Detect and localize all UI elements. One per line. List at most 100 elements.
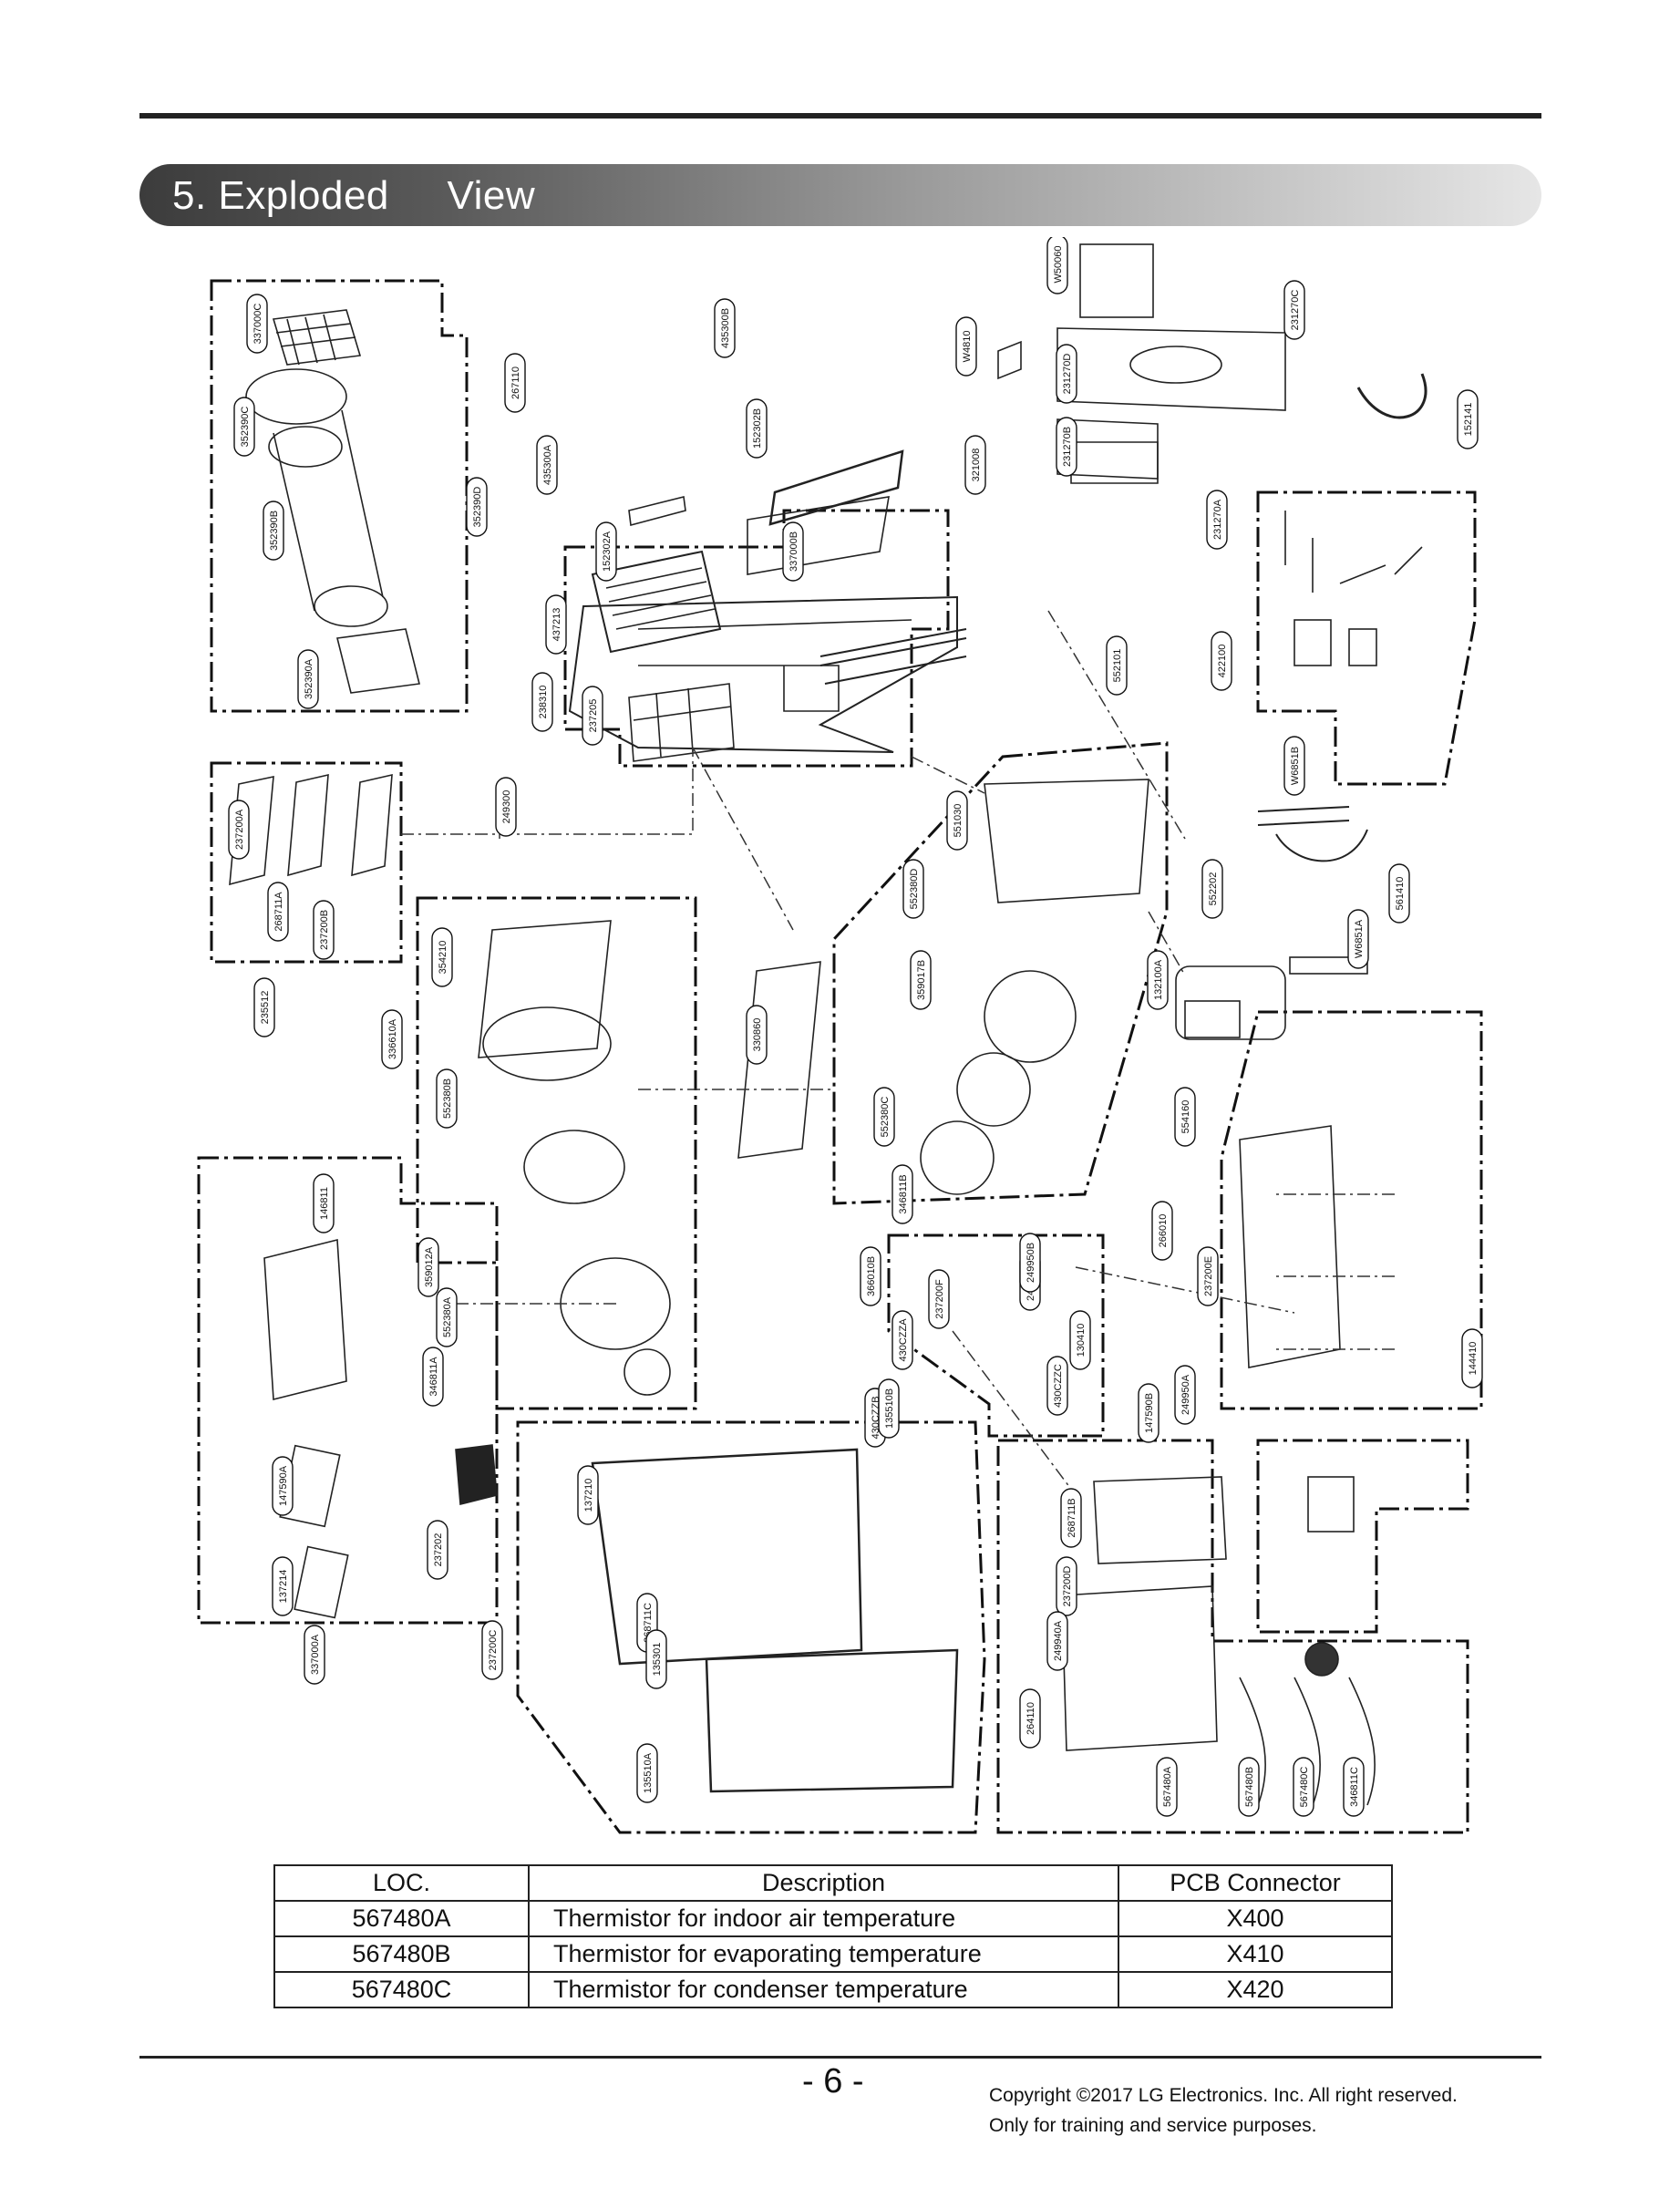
- part-drain-hose: [1356, 373, 1427, 419]
- part-tag-label: 135510A: [643, 1752, 654, 1793]
- part-tag-frame: [1156, 1757, 1178, 1817]
- part-fastener-kit: [1079, 243, 1154, 318]
- thermistor-c: [1348, 1677, 1376, 1806]
- part-tag-label: 249300: [501, 790, 512, 824]
- part-tag: 146811: [313, 1173, 335, 1233]
- part-tag-label: 152302A: [602, 531, 613, 572]
- part-tag-frame: [1201, 859, 1223, 919]
- part-tag-label: 135301: [652, 1643, 663, 1677]
- part-grid-filter: [272, 309, 362, 366]
- part-tag-label: 435300B: [720, 308, 731, 348]
- part-tag-label: W6851A: [1354, 919, 1365, 958]
- part-tag-label: 237200D: [1062, 1566, 1073, 1607]
- part-tag-frame: [1347, 909, 1369, 969]
- part-tag-frame: [313, 1173, 335, 1233]
- part-tag-frame: [910, 950, 932, 1010]
- leader-lines: [401, 610, 1395, 1496]
- part-tag-frame: [892, 1164, 913, 1224]
- part-tag-frame: [1138, 1383, 1160, 1443]
- part-tag-frame: [1461, 1328, 1483, 1388]
- part-tag-frame: [1069, 1310, 1091, 1370]
- part-tag-frame: [1388, 863, 1410, 924]
- part-main-pcb: [1061, 1585, 1218, 1751]
- part-filter-frame: [747, 496, 890, 575]
- cell-description: Thermistor for indoor air temperature: [528, 1900, 1119, 1937]
- outline-electric: [996, 1439, 1469, 1834]
- part-tag: 567480A: [1156, 1757, 1178, 1817]
- section-title: 5. Exploded View: [172, 173, 536, 218]
- part-knob: [1304, 1642, 1339, 1677]
- part-tag: 152302A: [595, 521, 617, 582]
- outline-side-panel: [1256, 1439, 1469, 1634]
- part-tag-label: 231270B: [1062, 427, 1073, 467]
- part-tag-label: 249950A: [1180, 1374, 1191, 1415]
- cell-pcb-connector: X420: [1118, 1971, 1393, 2008]
- part-tag-label: 337000C: [253, 304, 263, 345]
- part-tag-frame: [466, 477, 488, 537]
- part-tag-frame: [892, 1310, 913, 1370]
- part-tag: 352390B: [263, 501, 284, 561]
- part-tag-label: 130410: [1076, 1324, 1087, 1357]
- part-tag: 238310: [531, 672, 553, 732]
- cell-pcb-connector: X400: [1118, 1900, 1393, 1937]
- part-tag-label: 552380A: [442, 1296, 453, 1337]
- part-tag-label: 346811A: [428, 1357, 439, 1397]
- table-header-row: LOC. Description PCB Connector: [273, 1864, 1393, 1902]
- part-tag-label: 352390B: [269, 511, 280, 551]
- outline-duct-kit: [210, 279, 469, 713]
- part-tag-frame: [946, 790, 968, 851]
- part-tag: 231270B: [1056, 417, 1077, 477]
- part-tag: 147590B: [1138, 1383, 1160, 1443]
- part-tag-frame: [272, 1456, 294, 1516]
- part-tag-label: 231270C: [1290, 290, 1301, 331]
- part-tag-label: 552380D: [909, 869, 920, 910]
- part-tag: 237200A: [228, 800, 250, 860]
- part-tag: 249300: [495, 777, 517, 837]
- part-tag: 437213: [545, 594, 567, 655]
- part-tag: 337000C: [246, 294, 268, 354]
- exploded-view-diagram: 337000C352390C352390B352390A352390D26711…: [197, 237, 1483, 1834]
- table-row: 567480B Thermistor for evaporating tempe…: [273, 1935, 1393, 1973]
- part-tag: 567480C: [1293, 1757, 1314, 1817]
- part-tag-label: 430CZZC: [1053, 1364, 1064, 1408]
- part-tag: 231270D: [1056, 344, 1077, 404]
- part-tag-label: 354210: [438, 941, 448, 975]
- part-blower-wheel: [523, 1130, 625, 1204]
- part-electric-box: [1093, 1476, 1227, 1564]
- part-tie-bar: [1289, 956, 1368, 975]
- thermistor-a: [1239, 1677, 1266, 1806]
- part-tag: 552380B: [436, 1068, 458, 1129]
- part-tag: 266010: [1151, 1201, 1173, 1261]
- part-tag-frame: [313, 900, 335, 960]
- part-condenser: [984, 779, 1149, 903]
- part-tag-label: 268711A: [273, 892, 284, 932]
- part-tag-frame: [246, 294, 268, 354]
- part-tag-label: 237200C: [488, 1630, 499, 1671]
- part-tag-label: 266010: [1158, 1214, 1169, 1248]
- part-tag-label: 237202: [433, 1533, 444, 1567]
- part-tag: 330860: [746, 1005, 768, 1065]
- part-base-pan: [1239, 1125, 1341, 1368]
- part-tag: 237200F: [928, 1269, 950, 1329]
- part-tag-label: 422100: [1217, 645, 1228, 678]
- part-tag: W6851B: [1283, 736, 1305, 796]
- part-tag: 554160: [1174, 1087, 1196, 1147]
- part-tag: 346811A: [422, 1347, 444, 1407]
- part-tag-frame: [964, 435, 986, 495]
- part-shield: [455, 1444, 498, 1506]
- part-tag-label: 366010B: [866, 1256, 877, 1296]
- part-tag-frame: [1151, 1201, 1173, 1261]
- part-tag: 352390C: [233, 397, 255, 457]
- part-tag-label: 144410: [1468, 1342, 1479, 1376]
- part-tag: 552380A: [436, 1287, 458, 1347]
- page-number: - 6 -: [802, 2062, 864, 2100]
- part-tag: 237200E: [1197, 1246, 1219, 1306]
- part-tag-label: 346811B: [898, 1174, 909, 1213]
- part-tag-frame: [1174, 1087, 1196, 1147]
- part-slide-panel: [1056, 327, 1286, 411]
- part-tag-label: 137214: [278, 1570, 289, 1604]
- part-tag: 561410: [1388, 863, 1410, 924]
- part-tag: 237200D: [1056, 1556, 1077, 1616]
- part-tag: 359012A: [417, 1237, 439, 1297]
- part-tag-label: 231270D: [1062, 354, 1073, 395]
